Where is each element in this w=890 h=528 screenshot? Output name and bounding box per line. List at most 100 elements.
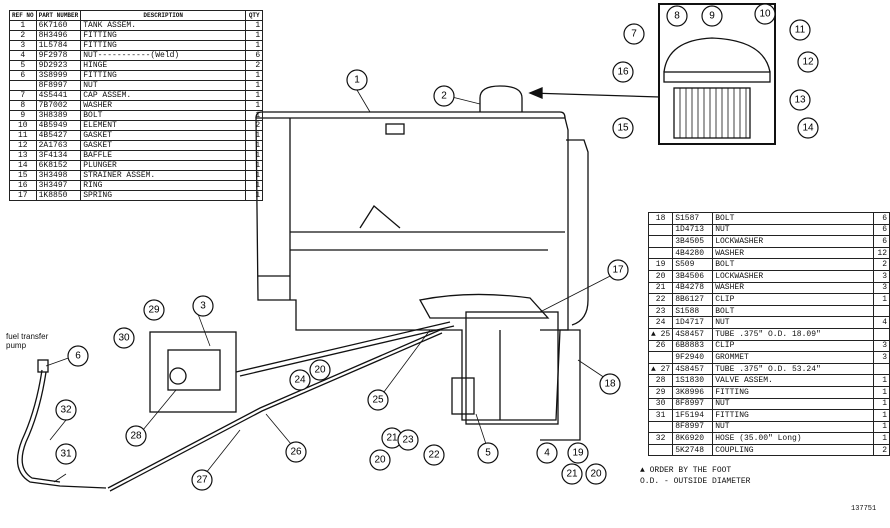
fuel-tube-27 xyxy=(107,329,441,489)
cell-ref: 10 xyxy=(9,120,37,131)
cell-qty: 2 xyxy=(872,443,890,457)
cell-qty: 1 xyxy=(872,420,890,434)
cell-qty: 1 xyxy=(245,70,264,81)
col-desc-header: DESCRIPTION xyxy=(80,10,247,21)
callout-label: 1 xyxy=(354,75,360,86)
cell-ref: 5 xyxy=(9,60,37,71)
cell-desc: TUBE .375" O.D. 53.24" xyxy=(712,362,874,376)
callout-label: 12 xyxy=(802,57,814,68)
cell-qty: 1 xyxy=(245,170,264,181)
cell-qty: 4 xyxy=(872,316,890,329)
callout-label: 4 xyxy=(544,448,550,459)
cell-desc: CAP ASSEM. xyxy=(80,90,247,101)
cell-ref: 6 xyxy=(9,70,37,81)
cell-qty xyxy=(872,362,890,376)
callout-7: 7 xyxy=(623,23,645,45)
callout-label: 24 xyxy=(294,375,306,386)
cell-desc: LOCKWASHER xyxy=(712,235,874,248)
callout-label: 6 xyxy=(75,351,81,362)
cell-ref: 24 xyxy=(647,316,674,329)
cell-part: 8B6127 xyxy=(672,293,714,306)
cell-part: 3K8996 xyxy=(672,385,714,399)
cell-ref xyxy=(647,443,674,457)
cell-qty: 1 xyxy=(245,180,264,191)
cell-desc: GROMMET xyxy=(712,351,874,364)
cell-ref: 14 xyxy=(9,160,37,171)
cell-part: 8F8997 xyxy=(35,80,82,91)
cell-desc: FITTING xyxy=(80,70,247,81)
cell-desc: TANK ASSEM. xyxy=(80,20,247,31)
cell-ref: 19 xyxy=(647,258,674,271)
cell-desc: CLIP xyxy=(712,339,874,353)
cell-ref: 4 xyxy=(9,50,37,61)
callout-6: 6 xyxy=(67,345,89,367)
cell-desc: HOSE (35.00" Long) xyxy=(712,432,874,445)
callout-label: 28 xyxy=(130,431,142,442)
cell-part: 1F5194 xyxy=(672,409,714,422)
cell-part: 3H8389 xyxy=(35,110,82,121)
callout-4: 4 xyxy=(536,442,558,464)
cell-ref: 26 xyxy=(647,339,674,353)
callout-1: 1 xyxy=(346,69,368,91)
cell-qty xyxy=(872,304,890,318)
cell-desc: BAFFLE xyxy=(80,150,247,161)
callout-label: 14 xyxy=(802,123,814,134)
cell-ref: 1 xyxy=(9,20,37,31)
cell-qty: 1 xyxy=(245,150,264,161)
cell-part: 2A1763 xyxy=(35,140,82,151)
cell-part: 1S1830 xyxy=(672,374,714,387)
col-ref-header: REF NO xyxy=(9,10,37,21)
cell-qty: 3 xyxy=(872,339,890,353)
callout-label: 11 xyxy=(795,25,806,36)
cell-desc: NUT xyxy=(712,223,874,237)
callout-21: 21 xyxy=(381,427,403,449)
cell-part: S1587 xyxy=(672,212,714,225)
cell-qty: 2 xyxy=(245,60,264,71)
cell-part: 6B8883 xyxy=(672,339,714,353)
cell-part: S509 xyxy=(672,258,714,271)
fuel-transfer-pump-label: fuel transfer pump xyxy=(6,332,49,350)
cell-desc: NUT xyxy=(712,316,874,329)
col-qty-header: QTY xyxy=(245,10,264,21)
cell-part: 1L5784 xyxy=(35,40,82,51)
cell-qty xyxy=(872,327,890,341)
cell-desc: FITTING xyxy=(712,409,874,422)
cell-desc: TUBE .375" O.D. 18.09" xyxy=(712,327,874,341)
cell-desc: NUT-----------(Weld) xyxy=(80,50,247,61)
cell-qty: 1 xyxy=(245,130,264,141)
cell-part: 3B4506 xyxy=(672,269,714,283)
cell-desc: BOLT xyxy=(80,110,247,121)
cell-ref: 30 xyxy=(647,397,674,411)
cell-qty: 1 xyxy=(245,80,264,91)
callout-15: 15 xyxy=(612,117,634,139)
cell-qty: 1 xyxy=(245,20,264,31)
cell-desc: WASHER xyxy=(712,281,874,295)
cell-qty: 2 xyxy=(245,120,264,131)
cell-qty: 2 xyxy=(872,258,890,271)
cell-desc: BOLT xyxy=(712,212,874,225)
callout-label: 25 xyxy=(372,395,384,406)
cell-qty: 1 xyxy=(872,409,890,422)
table-header-row: REF NO PART NUMBER DESCRIPTION QTY xyxy=(9,10,264,21)
callout-2: 2 xyxy=(433,85,455,107)
cell-part: 3B4505 xyxy=(672,235,714,248)
cell-part: 3H3498 xyxy=(35,170,82,181)
cell-ref: 22 xyxy=(647,293,674,306)
cell-ref xyxy=(647,246,674,260)
